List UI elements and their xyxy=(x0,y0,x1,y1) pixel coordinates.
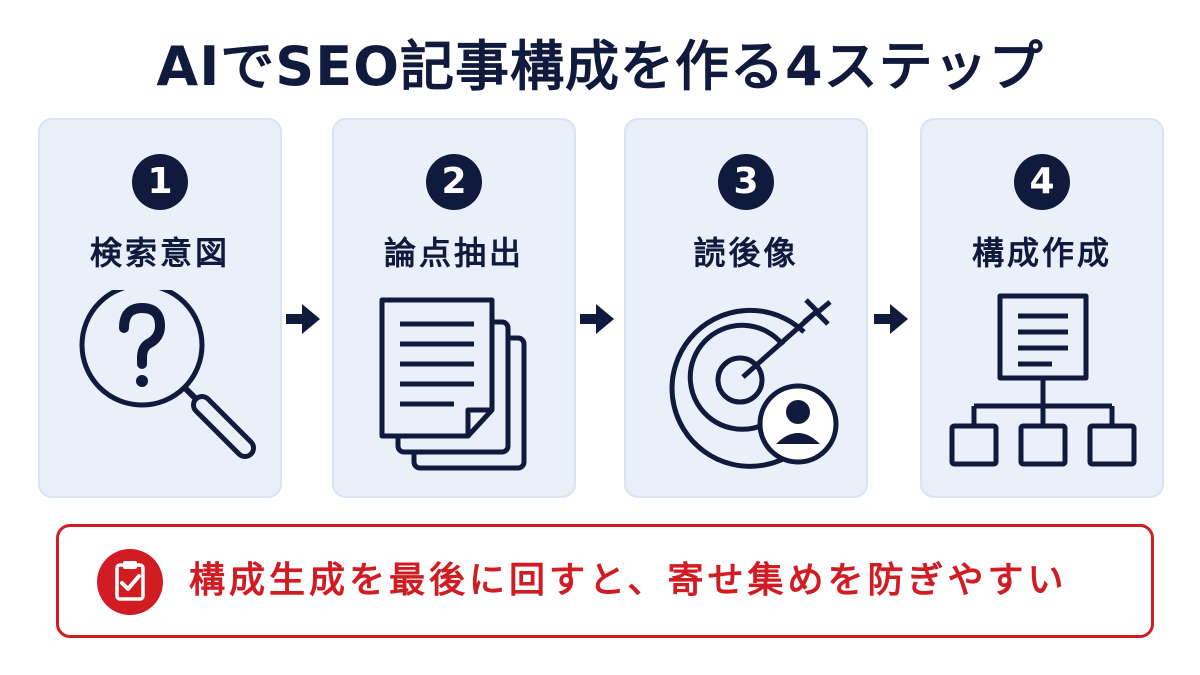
step-card-4: 4 構成作成 xyxy=(920,118,1164,498)
step-label: 検索意図 xyxy=(89,234,230,272)
step-label: 読後像 xyxy=(693,234,799,272)
step-label: 構成作成 xyxy=(971,234,1112,272)
step-number-badge: 1 xyxy=(132,154,188,210)
step-card-3: 3 読後像 xyxy=(624,118,868,498)
clipboard-check-icon xyxy=(97,549,163,615)
target-person-icon xyxy=(669,298,839,469)
arrow-right-icon xyxy=(286,304,320,334)
tip-text: 構成生成を最後に回すと、寄せ集めを防ぎやすい xyxy=(189,560,1068,601)
tip-callout: 構成生成を最後に回すと、寄せ集めを防ぎやすい xyxy=(56,524,1154,638)
magnifier-question-icon xyxy=(79,290,256,459)
step-number-badge: 3 xyxy=(718,154,774,210)
documents-stack-icon xyxy=(379,297,527,471)
arrow-right-icon xyxy=(874,304,908,334)
step-card-2: 2 論点抽出 xyxy=(332,118,576,498)
step-number-badge: 2 xyxy=(426,154,482,210)
arrow-right-icon xyxy=(580,304,614,334)
step-card-1: 1 検索意図 xyxy=(38,118,282,498)
step-label: 論点抽出 xyxy=(383,234,524,272)
document-hierarchy-icon xyxy=(949,293,1137,467)
page-title: AIでSEO記事構成を作る4ステップ xyxy=(156,35,1044,98)
step-number-badge: 4 xyxy=(1014,154,1070,210)
